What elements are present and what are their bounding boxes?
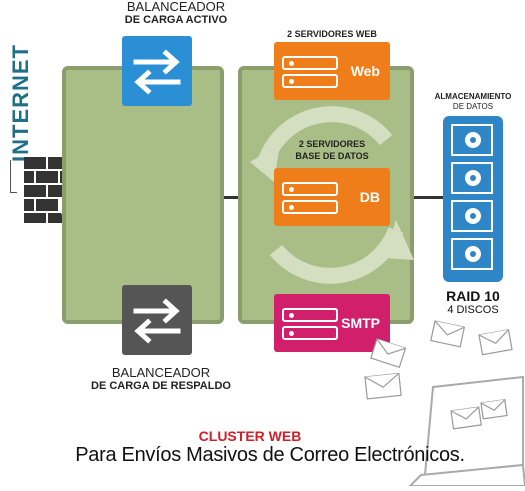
raid-storage[interactable] [443,116,503,282]
server-unit-icon [282,74,338,88]
disk-icon [451,238,493,270]
load-balancer-panel [62,66,224,324]
cluster-title: CLUSTER WEB [198,428,302,444]
web-caption: 2 SERVIDORES WEB [287,29,377,39]
lb-active-icon[interactable] [122,36,192,106]
db-label: DB [359,189,380,205]
web-server[interactable]: Web [274,42,390,100]
lb-backup-icon[interactable] [122,285,192,355]
lb-backup-caption: BALANCEADOR DE CARGA DE RESPALDO [91,365,231,393]
lb-active-caption: BALANCEADOR DE CARGA ACTIVO [124,0,228,26]
server-unit-icon [282,326,338,340]
server-unit-icon [282,182,338,196]
server-unit-icon [282,308,338,322]
raid-label: RAID 10 [446,288,500,304]
smtp-label: SMTP [341,315,380,331]
db-caption: 2 SERVIDORES BASE DE DATOS [295,139,369,161]
disk-icon [451,200,493,232]
web-label: Web [350,63,380,79]
cycle-arrows-icon [246,100,416,295]
cluster-subtitle: Para Envíos Masivos de Correo Electrónic… [75,444,465,466]
db-server[interactable]: DB [274,168,390,226]
internet-bracket [10,160,17,193]
email-envelopes-icon [355,315,525,491]
smtp-server[interactable]: SMTP [274,294,390,352]
internet-label: INTERNET [8,44,33,162]
connector-line [224,196,242,199]
disk-icon [451,124,493,156]
disk-icon [451,162,493,194]
connector-line [414,196,444,199]
storage-caption: ALMACENAMIENTO DE DATOS [434,92,512,111]
disks-label: 4 DISCOS [447,304,499,316]
server-unit-icon [282,56,338,70]
server-unit-icon [282,200,338,214]
